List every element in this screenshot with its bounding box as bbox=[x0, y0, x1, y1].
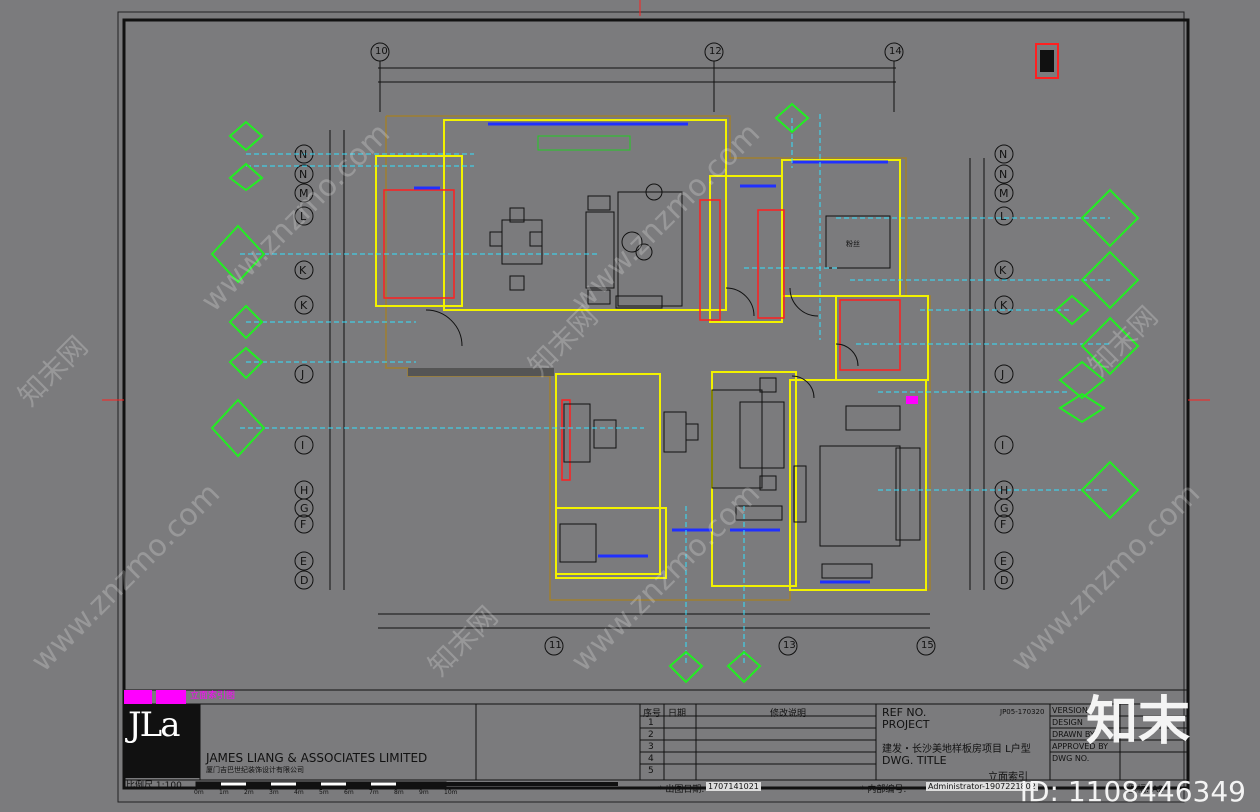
revision-row: 2 bbox=[648, 730, 654, 740]
company-cn: 厦门吉巴世纪装饰设计有限公司 bbox=[206, 766, 304, 774]
dwg-title-value: 立面索引 bbox=[988, 772, 1028, 783]
axis-markers-left bbox=[294, 144, 314, 590]
axis-markers-bottom bbox=[544, 636, 936, 656]
scale-ticks: 0m 1m 2m 3m 4m 5m 6m 7m 8m 9m 10m bbox=[194, 789, 457, 799]
axis-label-left: G bbox=[300, 502, 309, 515]
elevation-markers bbox=[210, 102, 1140, 684]
doors bbox=[425, 287, 859, 399]
title-block-grid bbox=[123, 703, 1189, 781]
axis-label-right: H bbox=[1000, 484, 1009, 497]
revision-header: 序号 bbox=[643, 709, 662, 719]
dwg-no-label: DWG NO. bbox=[1052, 754, 1090, 763]
design-label: DESIGN bbox=[1052, 718, 1083, 727]
axis-markers-right bbox=[994, 144, 1014, 590]
axis-label-left: N bbox=[299, 168, 308, 181]
id-text: ID: 1108446349 bbox=[1019, 775, 1246, 808]
scale-bar bbox=[195, 781, 618, 787]
elevation-lines bbox=[240, 114, 1110, 664]
scale-tick-label: 3m bbox=[269, 789, 279, 796]
sheet-size: 图幅: A2 bbox=[1128, 785, 1164, 795]
room-text: 粉丝 bbox=[846, 239, 860, 248]
axis-label-left: H bbox=[300, 484, 309, 497]
axis-label-right: J bbox=[1001, 368, 1005, 381]
company-logo: JLa bbox=[128, 705, 181, 745]
brand-logo: 知末 bbox=[1085, 692, 1190, 752]
scale-tick-label: 8m bbox=[394, 789, 404, 796]
axis-label-left: F bbox=[300, 518, 307, 531]
axis-label: 15 bbox=[921, 640, 934, 651]
axis-label-right: M bbox=[999, 187, 1009, 200]
scale-tick-label: 6m bbox=[344, 789, 354, 796]
revision-row: 3 bbox=[648, 742, 654, 752]
internal-no-value: Administrator-1907221802 bbox=[926, 782, 1038, 791]
axis-label-left: I bbox=[301, 439, 305, 452]
logo-box bbox=[124, 704, 200, 778]
axis-label-right: E bbox=[1000, 555, 1007, 568]
scale-tick-label: 10m bbox=[444, 789, 458, 796]
axis-label-right: F bbox=[1000, 518, 1007, 531]
axis-label-right: K bbox=[1000, 299, 1008, 312]
axis-label-right: K bbox=[999, 264, 1007, 277]
scale-tick-label: 1m bbox=[219, 789, 229, 796]
axis-label-left: D bbox=[300, 574, 309, 587]
scale-tick-label: 7m bbox=[369, 789, 379, 796]
axis-label-left: L bbox=[300, 210, 307, 223]
ref-no-value: JP05-170320 bbox=[1000, 708, 1045, 716]
axis-label: 13 bbox=[783, 640, 796, 651]
index-label: 立面索引图 bbox=[190, 691, 236, 701]
drawn-label: DRAWN BY bbox=[1052, 730, 1095, 739]
revision-header: 修改说明 bbox=[770, 709, 807, 719]
internal-no-label: * 内部编号: bbox=[860, 785, 907, 795]
axis-label-right: N bbox=[999, 148, 1008, 161]
axis-label-left: M bbox=[299, 187, 309, 200]
axis-markers-top bbox=[370, 42, 904, 112]
corridor-wall bbox=[408, 368, 554, 376]
axis-label-right: G bbox=[1000, 502, 1009, 515]
revision-row: 1 bbox=[648, 718, 654, 728]
axis-label: 14 bbox=[889, 46, 902, 57]
scale-label: 比例尺 1:100 bbox=[126, 781, 182, 791]
approved-label: APPROVED BY bbox=[1052, 742, 1109, 751]
axis-label-right: D bbox=[1000, 574, 1009, 587]
project-label: PROJECT bbox=[882, 718, 930, 731]
scale-tick-label: 5m bbox=[319, 789, 329, 796]
axis-label-left: K bbox=[300, 299, 308, 312]
company-name: JAMES LIANG & ASSOCIATES LIMITED bbox=[206, 751, 428, 765]
scale-tick-label: 9m bbox=[419, 789, 429, 796]
axis-label-left: E bbox=[300, 555, 307, 568]
axis-label: 10 bbox=[375, 46, 388, 57]
print-date-label: * 出图日期: bbox=[658, 785, 705, 795]
walls-red bbox=[383, 189, 901, 481]
drawing-border bbox=[122, 18, 1190, 790]
furniture bbox=[489, 135, 921, 579]
walls-yellow bbox=[375, 119, 929, 591]
axis-label-left: N bbox=[299, 148, 308, 161]
axis-label-right: N bbox=[999, 168, 1008, 181]
axis-label-left: J bbox=[301, 368, 305, 381]
axis-label: 12 bbox=[709, 46, 722, 57]
scale-tick-label: 4m bbox=[294, 789, 304, 796]
axis-label-right: L bbox=[1000, 210, 1007, 223]
axis-label-right: I bbox=[1001, 439, 1005, 452]
outer-border bbox=[117, 11, 1185, 803]
print-date-value: 1707141021 bbox=[706, 782, 761, 791]
axis-label: 11 bbox=[549, 640, 562, 651]
revision-header: 日期 bbox=[668, 709, 687, 719]
windows bbox=[414, 122, 888, 584]
revision-row: 5 bbox=[648, 766, 654, 776]
revision-row: 4 bbox=[648, 754, 654, 764]
scale-tick-label: 2m bbox=[244, 789, 254, 796]
dwg-title-label: DWG. TITLE bbox=[882, 754, 947, 767]
axis-label-left: K bbox=[299, 264, 307, 277]
scale-tick-label: 0m bbox=[194, 789, 204, 796]
project-name: 建发・长沙美地样板房项目 L户型 bbox=[882, 744, 1031, 755]
ref-no-label: REF NO. bbox=[882, 706, 927, 719]
version-label: VERSION bbox=[1052, 706, 1088, 715]
